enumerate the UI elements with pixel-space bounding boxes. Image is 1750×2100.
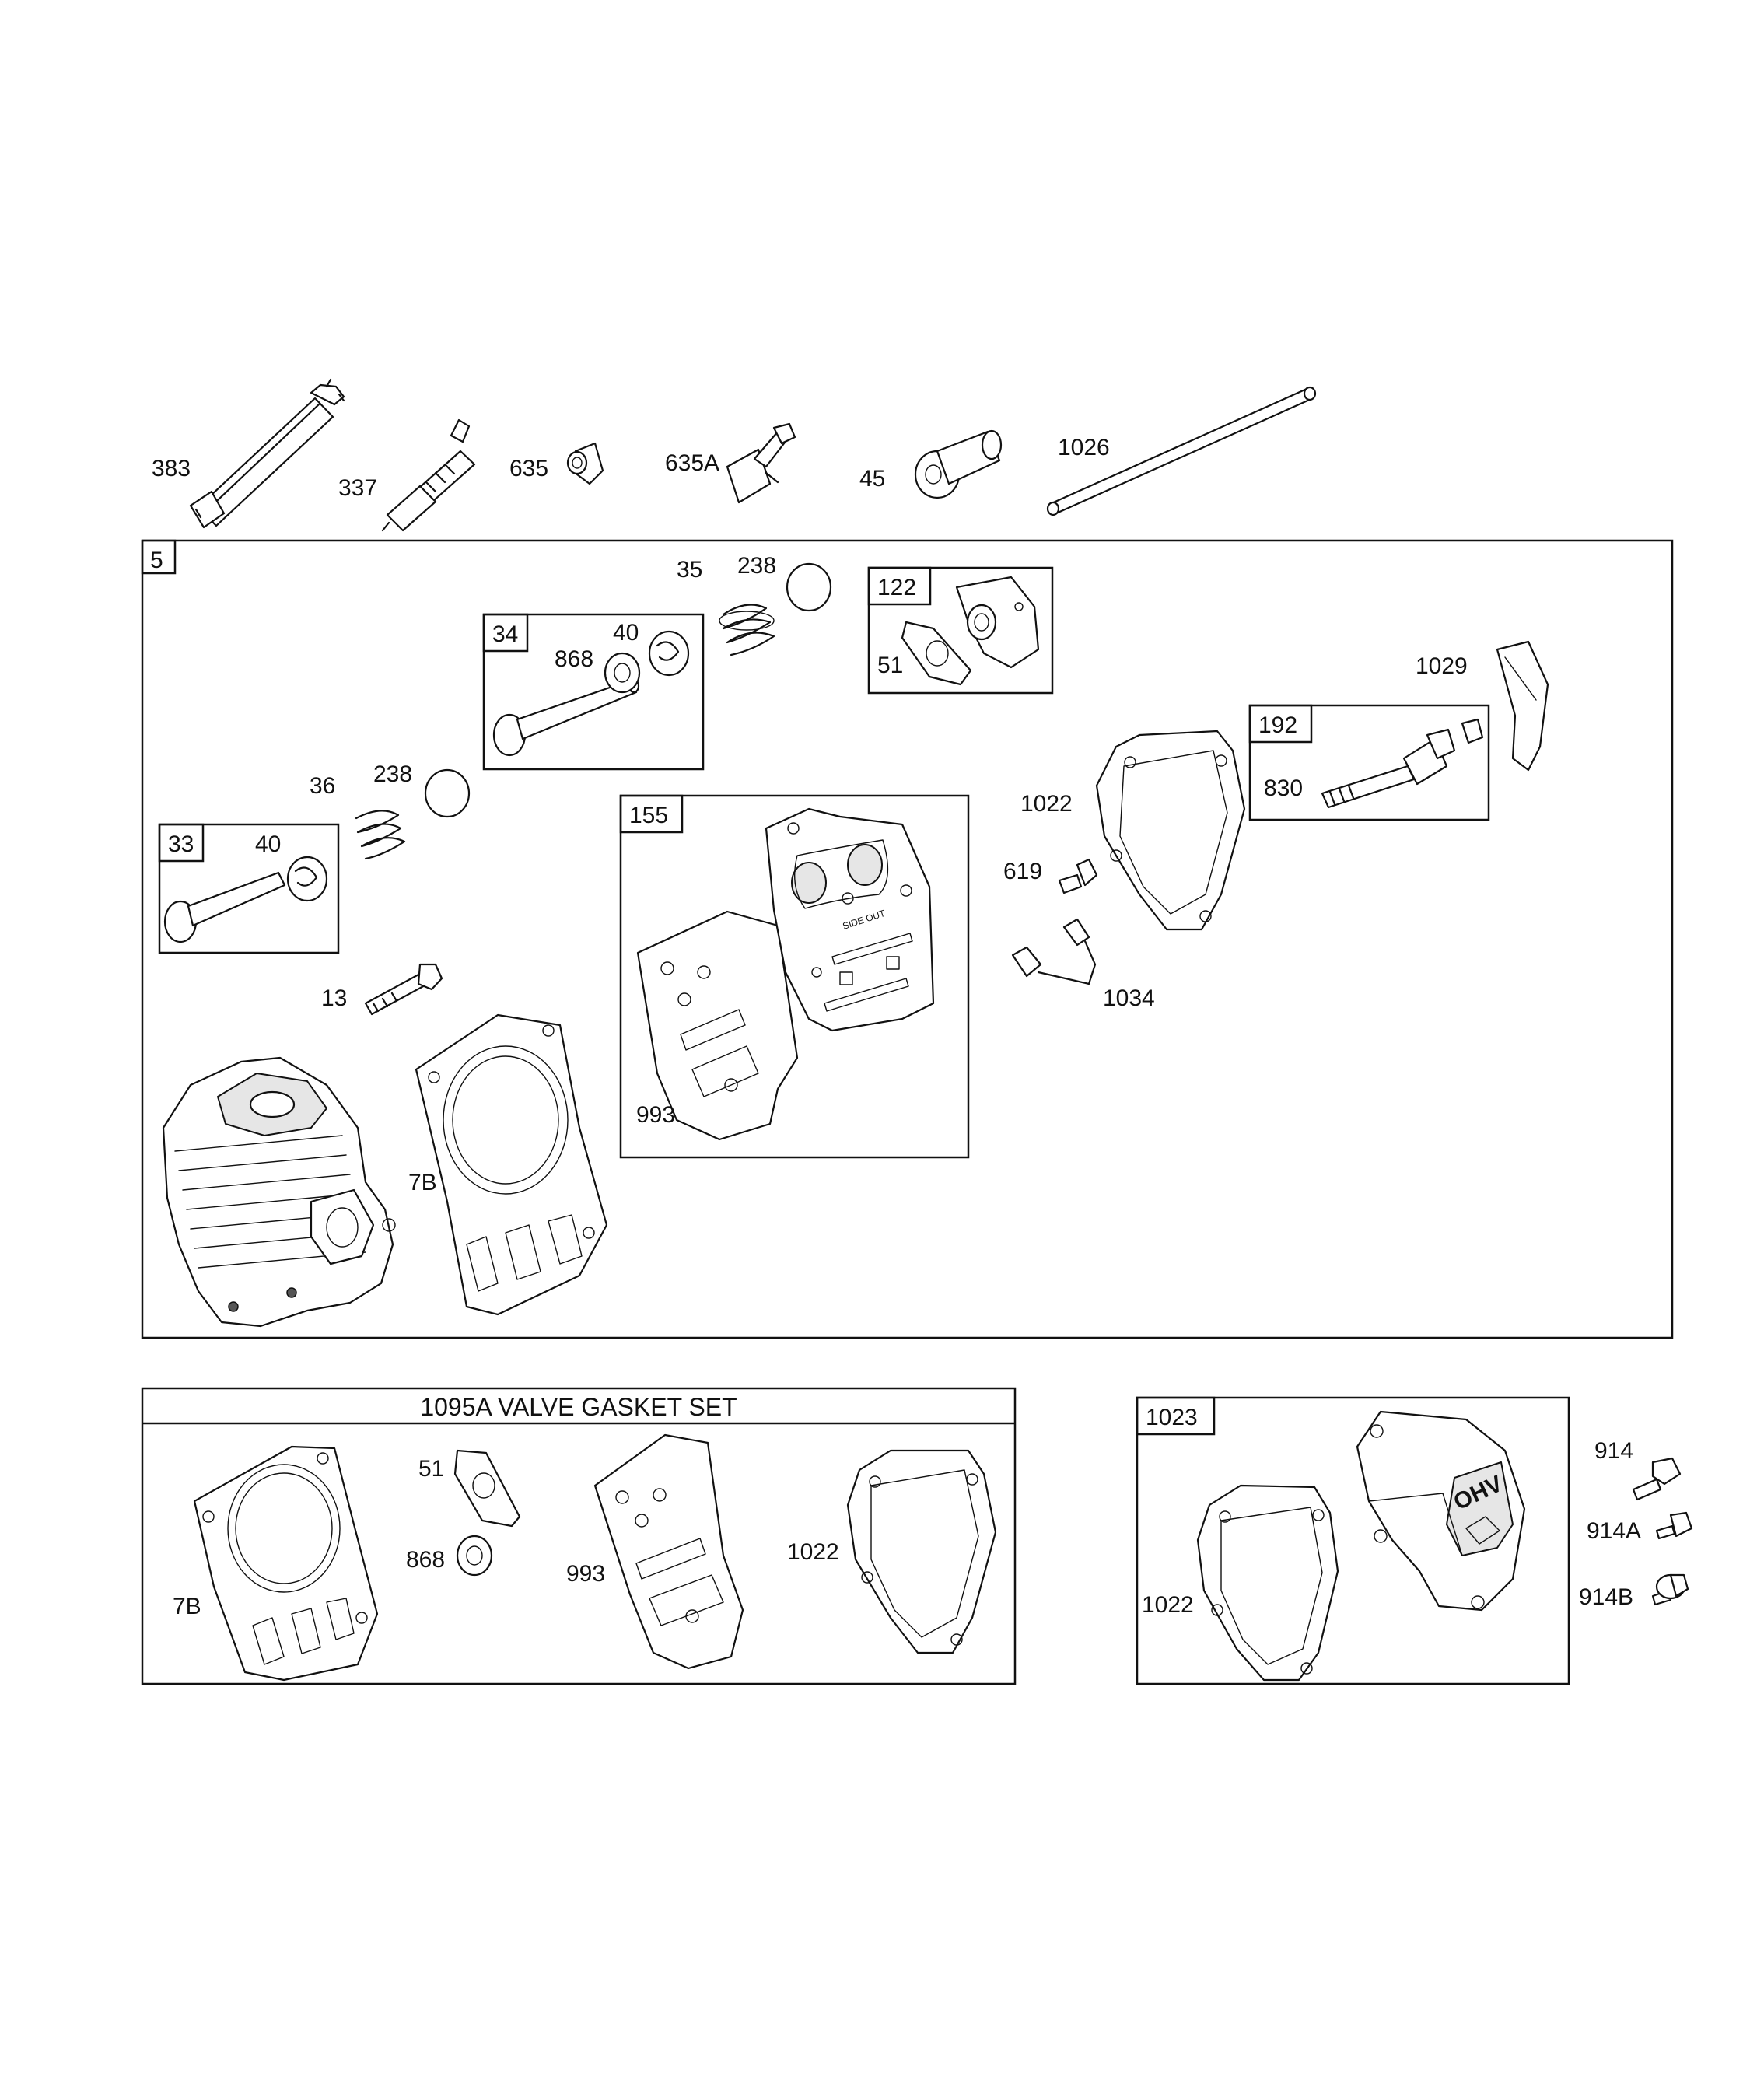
label-51: 51 xyxy=(877,653,903,678)
part-cylinder-head xyxy=(162,1056,396,1328)
label-13: 13 xyxy=(321,985,347,1011)
set-label-993: 993 xyxy=(566,1561,605,1587)
gasket-set-title: 1095A VALVE GASKET SET xyxy=(420,1393,737,1421)
kit-155-box xyxy=(619,794,970,1159)
label-7b: 7B xyxy=(408,1170,437,1195)
set-part-51-gasket xyxy=(453,1449,521,1528)
part-40-retainer-kit34 xyxy=(648,630,690,677)
label-36: 36 xyxy=(310,773,335,799)
part-238-cap-left xyxy=(424,768,471,818)
set-label-7b: 7B xyxy=(173,1594,201,1619)
part-337-spark-plug xyxy=(381,418,476,532)
kit-192-box xyxy=(1248,704,1490,821)
part-635a-terminal xyxy=(726,422,796,504)
kit-33-tag xyxy=(158,823,205,863)
kit-192-tag xyxy=(1248,704,1313,744)
cover-part-valve-cover xyxy=(1356,1410,1526,1612)
part-33-intake-valve xyxy=(163,871,286,943)
kit-122-tag xyxy=(867,566,932,606)
kit-33-box xyxy=(158,823,340,954)
label-1026: 1026 xyxy=(1058,435,1110,460)
label-993: 993 xyxy=(636,1102,675,1128)
part-155-valve-plate xyxy=(765,807,935,1032)
part-619-screw xyxy=(1058,858,1098,894)
label-337: 337 xyxy=(338,475,377,501)
label-635a: 635A xyxy=(665,450,719,476)
label-383: 383 xyxy=(152,456,191,481)
label-40-kit33: 40 xyxy=(255,831,281,857)
assembly-5-box xyxy=(141,539,1674,1339)
part-914a-screw xyxy=(1655,1511,1693,1540)
set-label-51: 51 xyxy=(418,1456,444,1482)
label-1023: 1023 xyxy=(1146,1405,1198,1430)
label-33: 33 xyxy=(168,831,194,857)
cover-part-1022-gasket xyxy=(1196,1484,1339,1682)
label-34: 34 xyxy=(492,621,518,647)
part-36-valve-spring xyxy=(355,810,406,860)
part-7b-head-gasket xyxy=(415,1013,608,1316)
label-830: 830 xyxy=(1264,775,1303,801)
part-914b-screw xyxy=(1651,1573,1689,1606)
cover-kit-tag xyxy=(1136,1396,1216,1436)
part-40-retainer-kit33 xyxy=(286,856,328,902)
part-993-gasket xyxy=(636,910,799,1141)
label-40-kit34: 40 xyxy=(613,620,639,646)
cover-label-1022: 1022 xyxy=(1142,1592,1194,1618)
part-122-breather xyxy=(955,576,1040,669)
label-5: 5 xyxy=(150,548,163,573)
set-part-868-valve-seal xyxy=(456,1535,493,1577)
label-122: 122 xyxy=(877,575,916,600)
label-868: 868 xyxy=(555,646,593,672)
part-635-boot xyxy=(566,442,604,485)
label-238-left: 238 xyxy=(373,761,412,787)
part-238-cap-top xyxy=(786,562,832,612)
label-155: 155 xyxy=(629,803,668,828)
gasket-set-box xyxy=(141,1387,1017,1685)
part-34-exhaust-valve xyxy=(492,678,640,757)
label-914a: 914A xyxy=(1587,1518,1641,1544)
part-830-rocker-stud xyxy=(1321,718,1484,809)
label-914b: 914B xyxy=(1579,1584,1633,1610)
label-914: 914 xyxy=(1594,1438,1633,1464)
part-1022-rocker-gasket xyxy=(1095,730,1246,931)
part-383-tool xyxy=(189,378,345,529)
part-13-head-bolt xyxy=(364,963,443,1016)
label-635: 635 xyxy=(509,456,548,481)
part-1029-rocker-arm xyxy=(1496,640,1549,772)
label-192: 192 xyxy=(1258,712,1297,738)
assembly-5-tag xyxy=(141,539,177,575)
label-619: 619 xyxy=(1003,859,1042,884)
label-45: 45 xyxy=(859,466,885,492)
cover-kit-box xyxy=(1136,1396,1570,1685)
label-1029: 1029 xyxy=(1416,653,1468,679)
set-part-1022-rocker-gasket xyxy=(846,1449,997,1654)
kit-155-tag xyxy=(619,794,684,834)
part-1026-push-rod xyxy=(1046,386,1317,516)
set-part-7b-head-gasket xyxy=(193,1445,379,1682)
set-part-993-gasket xyxy=(593,1433,744,1670)
label-35: 35 xyxy=(677,557,702,583)
label-238-top: 238 xyxy=(737,553,776,579)
part-51-gasket xyxy=(901,621,972,686)
kit-34-tag xyxy=(482,613,529,653)
part-45-tappet xyxy=(914,429,1003,499)
label-1034: 1034 xyxy=(1103,985,1155,1011)
part-914-screw xyxy=(1632,1457,1682,1501)
label-1022: 1022 xyxy=(1020,791,1073,817)
part-35-valve-spring xyxy=(719,604,775,656)
set-label-1022: 1022 xyxy=(787,1539,839,1565)
set-label-868: 868 xyxy=(406,1547,445,1573)
part-1034-clips xyxy=(1011,918,1097,985)
part-868-valve-seal xyxy=(604,652,641,694)
kit-34-box xyxy=(482,613,705,771)
kit-122-box xyxy=(867,566,1054,695)
